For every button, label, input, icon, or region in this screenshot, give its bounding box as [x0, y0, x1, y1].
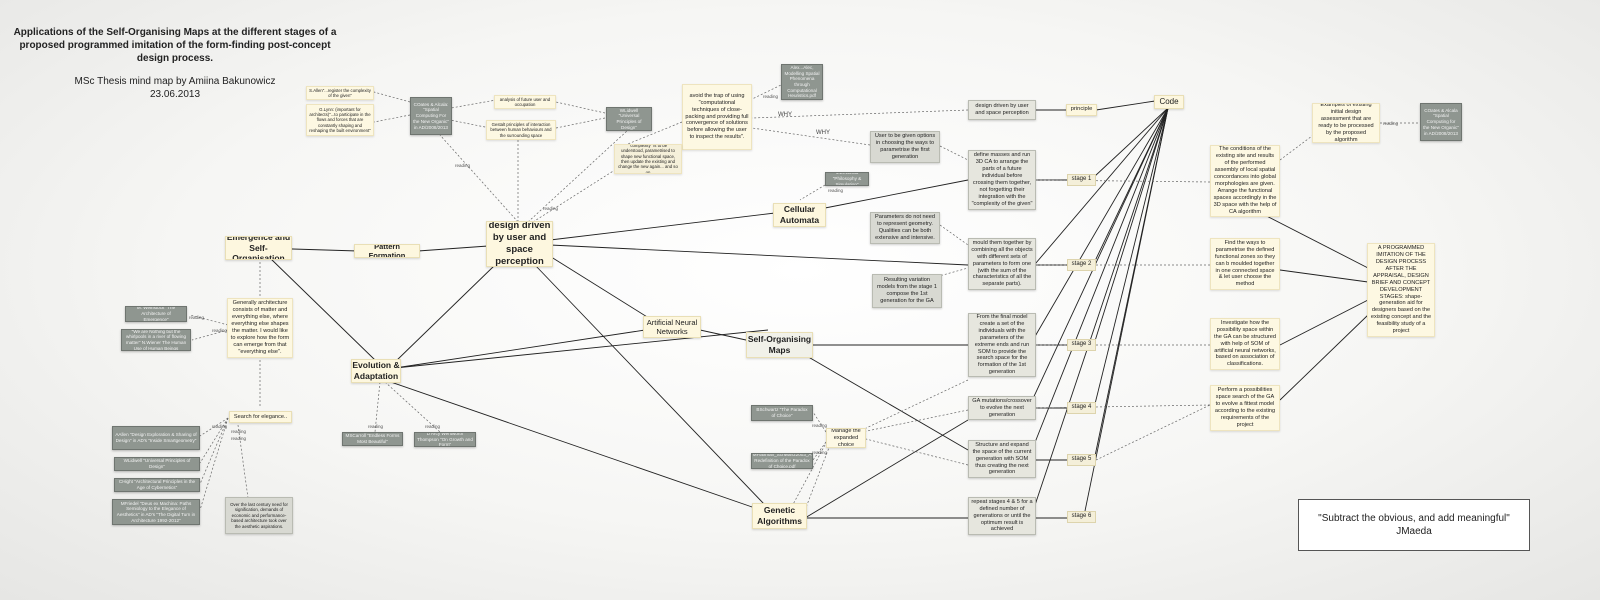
stage-6[interactable]: stage 6 — [1067, 511, 1096, 523]
reading-coates-alcala[interactable]: COates & Alcala: "Spatial Computing For … — [410, 97, 452, 135]
reading-coates-alcala-2[interactable]: COates & Alcala "Spatial Computing for t… — [1420, 103, 1462, 141]
label-reading-11: reading — [368, 424, 384, 429]
stage-4[interactable]: stage 4 — [1067, 402, 1096, 414]
node-artificial-neural-networks[interactable]: Artificial Neural Networks — [643, 316, 701, 338]
note-avoid-trap: avoid the trap of using "computational t… — [682, 84, 752, 150]
label-reading-7: reading — [212, 328, 228, 333]
label-reading-10: reading — [231, 436, 247, 441]
note-analysis-user: analysis of future user and occupation — [494, 95, 556, 109]
reading-alec-modelling[interactable]: Alex...Alec, Modelling Spatial Phenomena… — [781, 64, 823, 100]
node-search-elegance[interactable]: Search for elegance.. — [229, 411, 292, 423]
node-design-driven[interactable]: design driven by user and space percepti… — [486, 221, 553, 267]
note-generally-architecture: Generally architecture consists of matte… — [227, 298, 293, 358]
reading-delanda[interactable]: MDeLanda "Philosophy & Simulation" — [825, 172, 869, 186]
note-resulting-models: Resulting variation models from the stag… — [872, 274, 942, 308]
reading-hight[interactable]: CHight "Architectural Principles in the … — [114, 478, 200, 492]
date-line: 23.06.2013 — [149, 88, 201, 100]
node-self-organising-maps[interactable]: Self-Organising Maps — [746, 332, 813, 358]
node-pattern-formation[interactable]: Pattern Formation — [354, 244, 420, 258]
label-reading-14: reading — [812, 450, 828, 455]
quote-text: "Subtract the obvious, and add meaningfu… — [1318, 513, 1510, 524]
page-title: Applications of the Self-Organising Maps… — [13, 27, 337, 64]
node-code[interactable]: Code — [1154, 95, 1184, 109]
note-structure-expand: Structure and expand the space of the cu… — [968, 440, 1036, 478]
note-investigate: Investigate how the possibility space wi… — [1210, 318, 1280, 370]
note-examples: Examples of existing initial design asse… — [1312, 103, 1380, 143]
note-conditions: The conditions of the existing site and … — [1210, 145, 1280, 217]
stage-2[interactable]: stage 2 — [1067, 259, 1096, 271]
node-manage-expanded-choice[interactable]: Manage the expanded choice — [826, 428, 866, 448]
label-reading-2: reading — [543, 206, 559, 211]
note-complexity: "complexity" is to be understood, parame… — [614, 144, 682, 174]
label-reading-9: reading — [231, 429, 247, 434]
label-reading-5: reading — [1383, 121, 1399, 126]
author-line: MSc Thesis mind map by Amiina Bakunowicz — [74, 76, 276, 87]
reading-paradox-choice[interactable]: MFlaxman_Schwartz2003_A Redefinition of … — [751, 453, 813, 469]
note-define-masses: define masses and run 3D CA to arrange t… — [968, 150, 1036, 210]
label-reading-4: reading — [828, 188, 844, 193]
note-perform: Perform a possibilities space search of … — [1210, 385, 1280, 431]
stage-1[interactable]: stage 1 — [1067, 174, 1096, 186]
note-g-lynn: G.Lynn: (important for architects)"...to… — [306, 104, 374, 136]
note-s-allen: S.Allen"...register the complexity of th… — [306, 86, 374, 100]
page-subtitle: MSc Thesis mind map by Amiina Bakunowicz… — [10, 76, 340, 101]
reading-lidwell-2[interactable]: WLidwell "Universal Principles of Design… — [114, 457, 200, 471]
node-principle[interactable]: principle — [1066, 104, 1097, 116]
reading-friedel[interactable]: MFriedel "Deus ex Machina: Paths Semiolo… — [112, 499, 200, 525]
note-repeat: repeat stages 4 & 5 for a defined number… — [968, 497, 1036, 535]
note-mould: mould them together by combining all the… — [968, 238, 1036, 290]
node-cellular-automata[interactable]: Cellular Automata — [773, 203, 826, 227]
label-why-2: WHY — [816, 130, 830, 136]
note-ga-mutations: GA mutations/crossover to evolve the nex… — [968, 396, 1036, 420]
reading-lidwell[interactable]: WLidwell "Universal Principles of Design… — [606, 107, 652, 131]
stage-5[interactable]: stage 5 — [1067, 454, 1096, 466]
label-reading-8: reading — [212, 424, 228, 429]
quote-author: JMaeda — [1396, 526, 1432, 537]
reading-allen-design[interactable]: AAllen "Design Exploration & Sharing of … — [112, 426, 200, 450]
label-reading-13: reading — [812, 423, 828, 428]
note-gestalt: Gestalt principles of interaction betwee… — [486, 120, 556, 140]
note-params-geometry: Parameters do not need to represent geom… — [870, 212, 940, 244]
note-programmed-imitation: A PROGRAMMED IMITATION OF THE DESIGN PRO… — [1367, 243, 1435, 337]
reading-carroll[interactable]: MSCarroll "Endless Forms Most Beautiful" — [342, 432, 403, 446]
reading-thompson[interactable]: D'Arcy Wentworth Thompson "On Growth and… — [414, 432, 476, 447]
note-design-perception: design driven by user and space percepti… — [968, 100, 1036, 120]
quote-box: "Subtract the obvious, and add meaningfu… — [1298, 499, 1530, 551]
reading-wiener[interactable]: "We are Nothing but the whirlpools in a … — [121, 329, 191, 351]
reading-schwartz[interactable]: BSchwartz "The Paradox of Choice" — [751, 405, 813, 421]
node-genetic-algorithms[interactable]: Genetic Algorithms — [752, 503, 807, 529]
reading-weinstock[interactable]: M. Weinstock "The Architecture of Emerge… — [125, 306, 187, 322]
label-why-1: WHY — [778, 112, 792, 118]
label-reading-3: reading — [763, 94, 779, 99]
label-reading-6: reading — [189, 315, 205, 320]
label-reading-1: reading — [455, 163, 471, 168]
label-reading-12: reading — [425, 424, 441, 429]
node-emergence-self-organisation[interactable]: Emergence and Self-Organisation — [225, 236, 292, 260]
note-final-model: From the final model create a set of the… — [968, 313, 1036, 377]
note-find-ways: Find the ways to parametrise the defined… — [1210, 238, 1280, 290]
note-over-century: Over the last century need for significa… — [225, 497, 293, 534]
node-evolution-adaptation[interactable]: Evolution & Adaptation — [351, 359, 401, 383]
note-user-options: User to be given options in choosing the… — [870, 131, 940, 163]
stage-3[interactable]: stage 3 — [1067, 339, 1096, 351]
